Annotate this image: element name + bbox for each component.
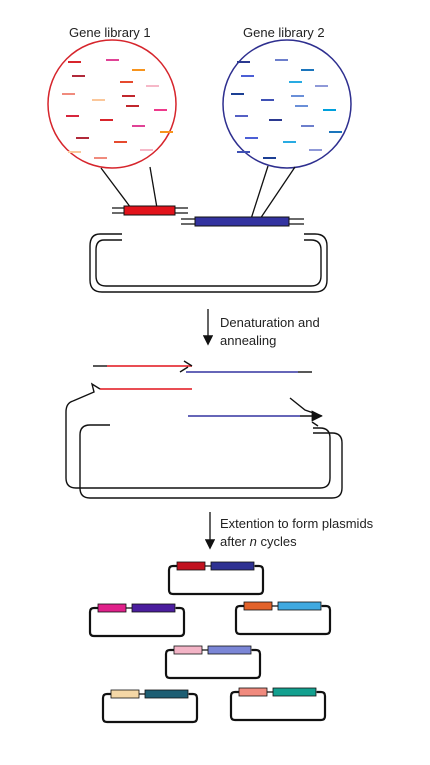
plasmid-insert-right — [277, 601, 322, 611]
gene-library-2-label: Gene library 2 — [243, 25, 325, 40]
plasmid-insert-right — [131, 603, 176, 613]
plasmid-insert-left — [176, 561, 206, 571]
plasmid-3 — [234, 601, 332, 636]
extension-label-line1: Extention to form plasmids — [220, 516, 374, 531]
library-2-insert — [194, 216, 290, 227]
plasmid-6 — [229, 687, 327, 722]
plasmid-insert-right — [144, 689, 189, 699]
plasmid-backbone — [88, 606, 186, 638]
plasmid-insert-left — [110, 689, 140, 699]
plasmid-insert-right — [272, 687, 317, 697]
zoom-lines — [100, 165, 296, 220]
plasmid-products — [88, 561, 332, 724]
insert-fragments — [112, 205, 304, 227]
plasmid-insert-right — [210, 561, 255, 571]
plasmid-insert-left — [238, 687, 268, 697]
plasmid-1 — [167, 561, 265, 596]
plasmid-backbone — [229, 690, 327, 722]
gene-library-1-circle — [47, 39, 177, 169]
denaturation-label-line2: annealing — [220, 333, 277, 348]
library-1-insert — [123, 205, 176, 216]
plasmid-backbone — [164, 648, 262, 680]
plasmid-insert-left — [243, 601, 273, 611]
vector-backbone — [89, 233, 328, 293]
plasmid-2 — [88, 603, 186, 638]
plasmid-backbone — [101, 692, 199, 724]
gene-library-2-genes — [231, 59, 342, 159]
extension-label-line2: after n cycles — [220, 534, 297, 549]
gene-library-1-label: Gene library 1 — [69, 25, 151, 40]
overlapping-strands — [65, 397, 343, 499]
plasmid-5 — [101, 689, 199, 724]
plasmid-insert-right — [207, 645, 252, 655]
gene-library-1-genes — [62, 59, 173, 159]
plasmid-backbone — [234, 604, 332, 636]
denaturation-label-line1: Denaturation and — [220, 315, 320, 330]
gene-library-2-circle — [222, 39, 352, 169]
plasmid-insert-left — [173, 645, 203, 655]
annealed-strands — [72, 360, 312, 402]
plasmid-4 — [164, 645, 262, 680]
plasmid-insert-left — [97, 603, 127, 613]
plasmid-backbone — [167, 564, 265, 596]
